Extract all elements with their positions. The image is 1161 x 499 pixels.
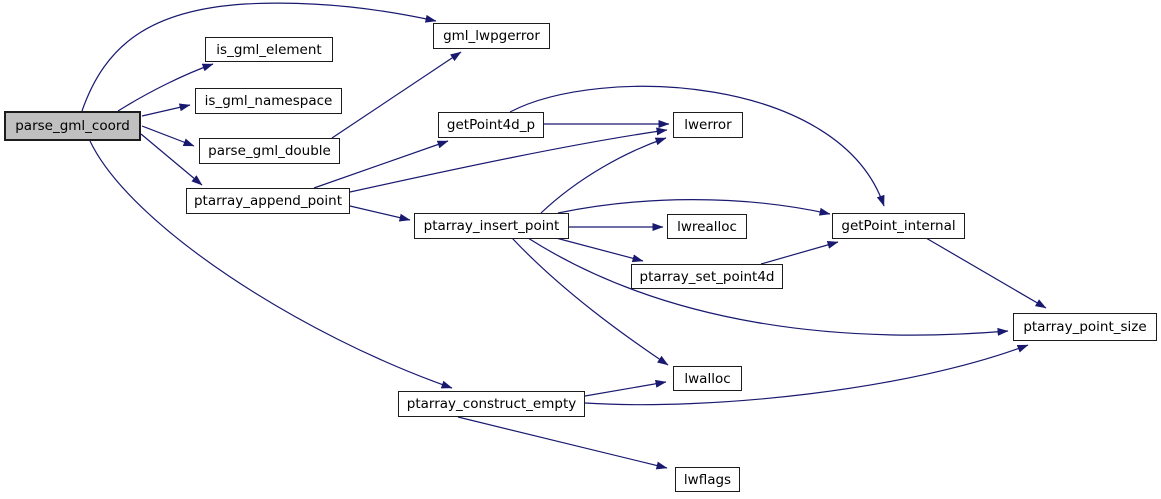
edge-ptarray_insert_point-to-lwalloc [511, 237, 669, 366]
edge-parse_gml_coord-to-is_gml_element [117, 63, 214, 112]
node-ptarray_point_size[interactable]: ptarray_point_size [1013, 313, 1157, 341]
node-ptarray_insert_point[interactable]: ptarray_insert_point [414, 213, 569, 239]
edge-parse_gml_coord-to-gml_lwpgerror [81, 2, 437, 112]
node-is_gml_namespace[interactable]: is_gml_namespace [195, 88, 342, 114]
edge-ptarray_append_point-to-lwerror [349, 127, 668, 193]
edge-ptarray_construct_empty-to-ptarray_point_size [584, 344, 1029, 406]
edge-getPoint_internal-to-ptarray_point_size [925, 237, 1047, 309]
edge-getPoint4d_p-to-getPoint_internal [509, 85, 885, 207]
node-getPoint4d_p[interactable]: getPoint4d_p [438, 112, 544, 138]
node-ptarray_append_point[interactable]: ptarray_append_point [186, 188, 350, 214]
edge-parse_gml_coord-to-is_gml_namespace [141, 103, 191, 117]
edge-ptarray_insert_point-to-lwerror [540, 137, 667, 214]
node-lwalloc[interactable]: lwalloc [673, 366, 742, 391]
node-lwerror[interactable]: lwerror [673, 112, 743, 138]
edge-ptarray_insert_point-to-ptarray_set_point4d [555, 237, 644, 263]
edge-parse_gml_coord-to-ptarray_append_point [140, 133, 203, 186]
edge-ptarray_append_point-to-ptarray_insert_point [349, 205, 411, 222]
edge-ptarray_construct_empty-to-lwflags [457, 416, 668, 470]
node-lwrealloc[interactable]: lwrealloc [667, 214, 747, 239]
node-is_gml_element[interactable]: is_gml_element [205, 37, 333, 62]
node-gml_lwpgerror[interactable]: gml_lwpgerror [433, 23, 550, 49]
edge-parse_gml_coord-to-parse_gml_double [141, 125, 195, 147]
edge-ptarray_insert_point-to-ptarray_point_size [527, 237, 1009, 336]
edge-ptarray_insert_point-to-getPoint_internal [557, 199, 831, 216]
node-parse_gml_double[interactable]: parse_gml_double [199, 138, 340, 164]
edge-ptarray_append_point-to-getPoint4d_p [313, 140, 449, 189]
edge-ptarray_construct_empty-to-lwalloc [584, 379, 667, 397]
node-lwflags[interactable]: lwflags [675, 467, 740, 492]
edge-group [81, 2, 1047, 470]
node-getPoint_internal[interactable]: getPoint_internal [832, 213, 965, 239]
node-ptarray_set_point4d[interactable]: ptarray_set_point4d [631, 264, 783, 289]
node-parse_gml_coord[interactable]: parse_gml_coord [4, 111, 141, 141]
edge-ptarray_set_point4d-to-getPoint_internal [760, 241, 839, 265]
edge-parse_gml_double-to-gml_lwpgerror [331, 51, 462, 139]
node-ptarray_construct_empty[interactable]: ptarray_construct_empty [398, 391, 585, 417]
edge-parse_gml_coord-to-ptarray_construct_empty [89, 140, 453, 389]
